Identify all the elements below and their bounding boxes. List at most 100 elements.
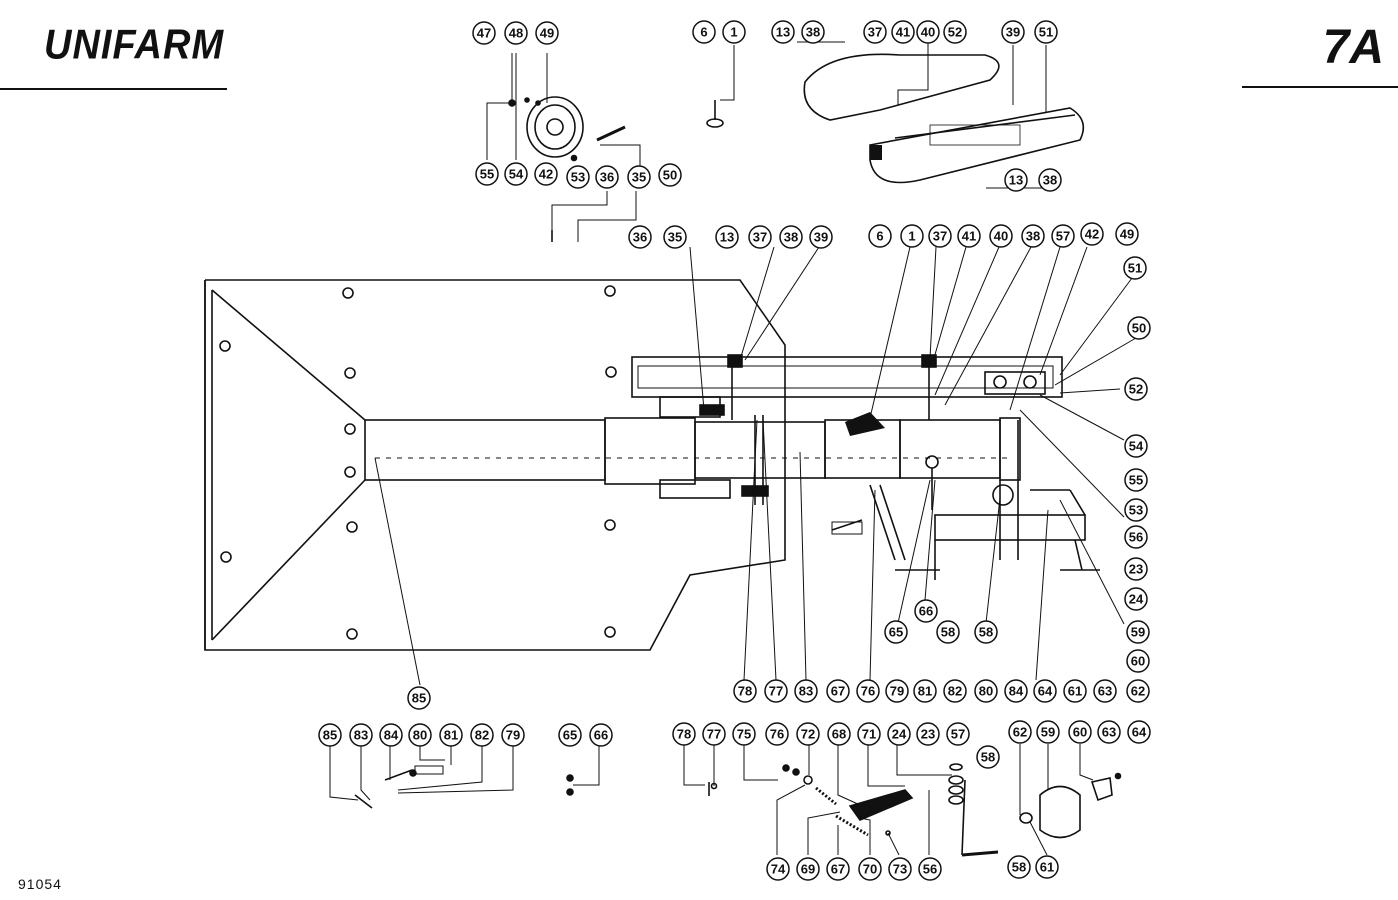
callout-circle — [974, 620, 998, 644]
callout-circle — [439, 723, 463, 747]
callout-label: 61 — [1040, 860, 1054, 875]
callout-label: 1 — [908, 229, 915, 244]
callout-37: 37 — [863, 20, 887, 44]
callout-73: 73 — [888, 857, 912, 881]
callout-circle — [1063, 679, 1087, 703]
callout-circle — [1008, 720, 1032, 744]
callout-label: 63 — [1098, 684, 1112, 699]
callout-label: 79 — [506, 728, 520, 743]
callout-6: 6 — [692, 20, 716, 44]
callout-75: 75 — [732, 722, 756, 746]
callout-label: 35 — [668, 230, 682, 245]
callout-37: 37 — [748, 225, 772, 249]
callout-circle — [663, 225, 687, 249]
callout-label: 72 — [801, 727, 815, 742]
callout-42: 42 — [1080, 222, 1104, 246]
callout-circle — [928, 224, 952, 248]
pin-assembly — [706, 100, 724, 128]
callout-label: 38 — [1043, 173, 1057, 188]
callout-label: 82 — [475, 728, 489, 743]
callout-circle — [891, 20, 915, 44]
callout-label: 69 — [801, 862, 815, 877]
pulley-assembly — [508, 96, 626, 242]
callout-85: 85 — [407, 686, 431, 710]
callout-label: 37 — [933, 229, 947, 244]
callout-circle — [856, 679, 880, 703]
callout-label: 83 — [799, 684, 813, 699]
callout-circle — [826, 857, 850, 881]
callout-62: 62 — [1008, 720, 1032, 744]
callout-label: 65 — [889, 625, 903, 640]
callout-label: 67 — [831, 684, 845, 699]
callout-circle — [1127, 720, 1151, 744]
callout-label: 85 — [412, 691, 426, 706]
callout-circle — [936, 620, 960, 644]
callout-label: 51 — [1039, 25, 1053, 40]
callout-71: 71 — [857, 722, 881, 746]
callout-label: 55 — [1129, 473, 1143, 488]
callout-55: 55 — [475, 162, 499, 186]
callout-80: 80 — [974, 679, 998, 703]
callout-circle — [1051, 224, 1075, 248]
callout-52: 52 — [943, 20, 967, 44]
callout-circle — [900, 224, 924, 248]
callout-circle — [702, 722, 726, 746]
callout-79: 79 — [885, 679, 909, 703]
callout-label: 61 — [1068, 684, 1082, 699]
callout-label: 36 — [600, 170, 614, 185]
callout-circle — [943, 20, 967, 44]
callout-84: 84 — [379, 723, 403, 747]
callout-51: 51 — [1034, 20, 1058, 44]
callout-63: 63 — [1097, 720, 1121, 744]
callout-label: 75 — [737, 727, 751, 742]
callout-circle — [349, 723, 373, 747]
callout-39: 39 — [1001, 20, 1025, 44]
callout-label: 53 — [571, 170, 585, 185]
exploded-parts — [354, 763, 1122, 857]
callout-circle — [407, 686, 431, 710]
callout-76: 76 — [765, 722, 789, 746]
callout-63: 63 — [1093, 679, 1117, 703]
callout-81: 81 — [439, 723, 463, 747]
callout-label: 81 — [444, 728, 458, 743]
callout-70: 70 — [858, 857, 882, 881]
callout-79: 79 — [501, 723, 525, 747]
callout-circle — [918, 857, 942, 881]
callout-1: 1 — [900, 224, 924, 248]
callout-label: 77 — [707, 727, 721, 742]
callout-circle — [885, 679, 909, 703]
callout-label: 40 — [921, 25, 935, 40]
callout-circle — [566, 165, 590, 189]
callout-circle — [732, 722, 756, 746]
callout-40: 40 — [989, 224, 1013, 248]
callout-circle — [976, 745, 1000, 769]
callout-55: 55 — [1124, 468, 1148, 492]
callout-circle — [1124, 434, 1148, 458]
callout-label: 59 — [1131, 625, 1145, 640]
callout-circle — [1124, 377, 1148, 401]
callout-circle — [1033, 679, 1057, 703]
callout-50: 50 — [658, 163, 682, 187]
callout-52: 52 — [1124, 377, 1148, 401]
callout-label: 42 — [1085, 227, 1099, 242]
callout-64: 64 — [1033, 679, 1057, 703]
callout-circle — [534, 162, 558, 186]
callout-38: 38 — [1038, 168, 1062, 192]
callout-label: 68 — [832, 727, 846, 742]
callout-circle — [794, 679, 818, 703]
callout-circle — [1124, 468, 1148, 492]
callout-circle — [722, 20, 746, 44]
callout-label: 6 — [876, 229, 883, 244]
lower-mechanism — [659, 415, 1100, 580]
callout-circle — [1021, 224, 1045, 248]
callout-39: 39 — [809, 225, 833, 249]
callout-84: 84 — [1004, 679, 1028, 703]
callout-label: 50 — [1132, 321, 1146, 336]
callout-label: 64 — [1038, 684, 1053, 699]
callout-label: 38 — [784, 230, 798, 245]
callout-label: 58 — [979, 625, 993, 640]
callout-label: 64 — [1132, 725, 1147, 740]
callout-circle — [408, 723, 432, 747]
callout-82: 82 — [470, 723, 494, 747]
